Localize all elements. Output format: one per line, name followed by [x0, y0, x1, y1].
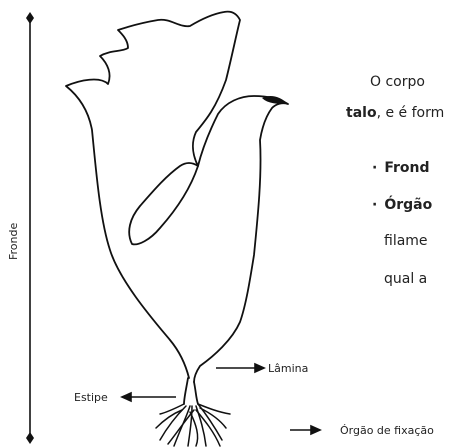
paragraph-line-6: qual a: [384, 272, 427, 286]
orgao-fixacao-arrow: [290, 426, 320, 434]
bullet-orgao: ·Órgão: [372, 198, 432, 212]
talo-term: talo: [346, 105, 377, 121]
lamina-outline: [66, 12, 288, 382]
lamina-arrow: [216, 364, 264, 372]
orgao-fixacao-label: Órgão de fixação: [340, 424, 434, 437]
paragraph-line-5: filame: [384, 234, 428, 248]
lamina-label: Lâmina: [268, 362, 308, 375]
paragraph-line-2: talo, e é form: [346, 106, 444, 120]
holdfast: [156, 404, 230, 446]
lamina-inner-fold: [129, 163, 198, 244]
fronde-measure-line: [26, 12, 34, 444]
bullet-fronde: ·Frond: [372, 161, 430, 175]
estipe-arrow: [122, 393, 176, 401]
lamina-dark-tip: [262, 96, 288, 104]
paragraph-line-1: O corpo: [370, 75, 425, 89]
estipe-stem: [184, 378, 198, 404]
estipe-label: Estipe: [74, 391, 108, 404]
fronde-label: Fronde: [7, 223, 20, 260]
